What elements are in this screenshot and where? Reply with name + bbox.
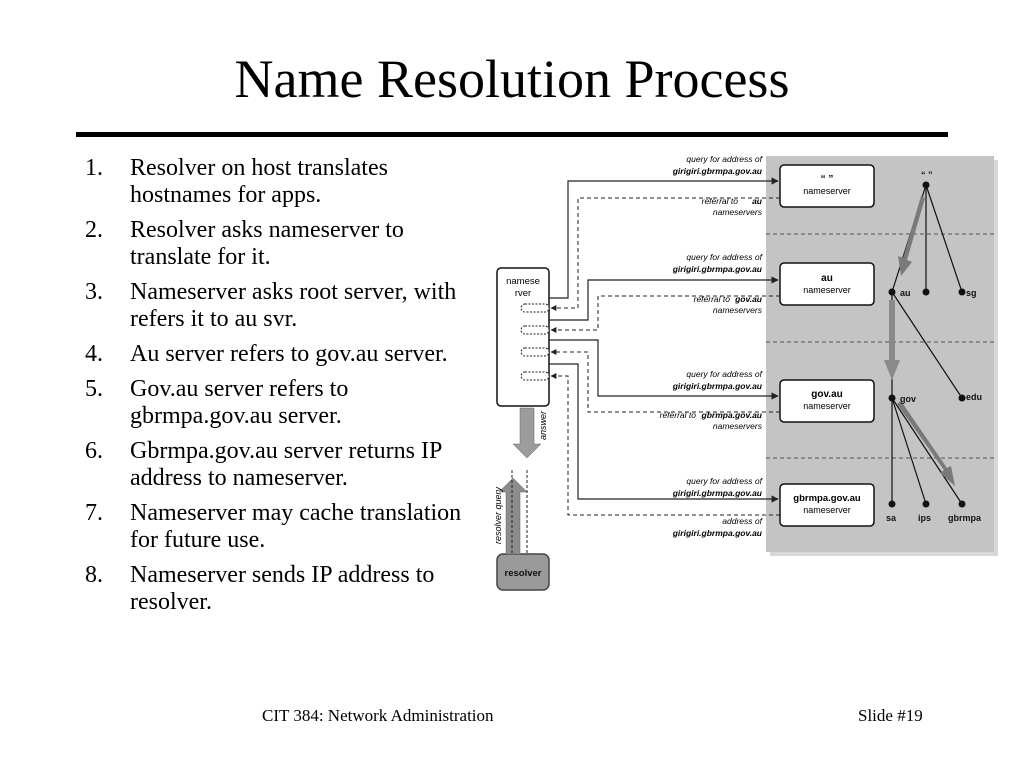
- footer-course: CIT 384: Network Administration: [262, 706, 494, 725]
- step-text: Nameserver sends IP address to resolver.: [130, 562, 435, 615]
- title-rule: [76, 132, 948, 137]
- resolver-box: resolver: [496, 553, 550, 591]
- server-sub: nameserver: [803, 401, 851, 411]
- message-label: girigiri.gbrmpa.gov.au: [672, 528, 763, 538]
- message-label: query for address of: [686, 252, 763, 262]
- traversal-arrow: [897, 401, 955, 486]
- message-label: girigiri.gbrmpa.gov.au: [672, 264, 763, 274]
- tree-label-gov: gov: [900, 394, 916, 404]
- step-number: 6.: [85, 438, 103, 464]
- server-sub: nameserver: [803, 285, 851, 295]
- step-text: Gbrmpa.gov.au server returns IP address …: [130, 438, 442, 491]
- query-arrow-au: [549, 276, 779, 321]
- step-number: 7.: [85, 500, 103, 526]
- step-number: 1.: [85, 155, 103, 181]
- query-arrow-gbrmpa: [549, 363, 779, 503]
- message-label: girigiri.gbrmpa.gov.au: [672, 166, 763, 176]
- step-number: 8.: [85, 562, 103, 588]
- message-label: nameservers: [713, 305, 763, 315]
- server-name: “ ”: [821, 174, 834, 185]
- tree-label-au: au: [900, 288, 911, 298]
- server-name: gov.au: [811, 389, 842, 400]
- step-number: 2.: [85, 217, 103, 243]
- step-text: Resolver on host translates hostnames fo…: [130, 155, 388, 208]
- step-number: 4.: [85, 341, 103, 367]
- server-name: gbrmpa.gov.au: [793, 493, 861, 504]
- answer-label: answer: [538, 410, 548, 440]
- message-label: referral to: [660, 410, 697, 420]
- port-stubs: [520, 303, 550, 381]
- local-nameserver-label: namese: [506, 276, 540, 287]
- tree-label-root: “ ”: [921, 170, 933, 180]
- step-item: 3. Nameserver asks root server, with refe…: [85, 279, 477, 333]
- answer-arrow-address: [550, 373, 780, 516]
- step-text: Au server refers to gov.au server.: [130, 341, 448, 367]
- step-item: 7. Nameserver may cache translation for f…: [85, 500, 477, 554]
- message-label: query for address of: [686, 369, 763, 379]
- step-item: 8. Nameserver sends IP address to resolve…: [85, 562, 477, 616]
- local-nameserver-label: rver: [515, 288, 531, 299]
- answer-arrow: [512, 407, 542, 459]
- step-text: Nameserver asks root server, with refers…: [130, 279, 457, 332]
- message-label: referral to: [702, 196, 739, 206]
- step-item: 2. Resolver asks nameserver to translate …: [85, 217, 477, 271]
- message-label: gbrmpa.gov.au: [701, 410, 763, 420]
- message-label: address of: [722, 516, 763, 526]
- message-label: gov.au: [734, 294, 763, 304]
- footer-slide-number: Slide #19: [858, 706, 923, 725]
- server-sub: nameserver: [803, 186, 851, 196]
- step-item: 6. Gbrmpa.gov.au server returns IP addres…: [85, 438, 477, 492]
- referral-arrow-au: [550, 197, 780, 311]
- message-label: referral to: [694, 294, 731, 304]
- query-arrow-gov-au: [549, 339, 779, 400]
- server-sub: nameserver: [803, 505, 851, 515]
- resolver-label: resolver: [505, 568, 542, 579]
- step-item: 1. Resolver on host translates hostnames …: [85, 155, 477, 209]
- slide-title: Name Resolution Process: [234, 49, 790, 109]
- tree-label-ips: ips: [918, 513, 931, 523]
- message-label: query for address of: [686, 154, 763, 164]
- step-number: 3.: [85, 279, 103, 305]
- referral-arrow-gov-au: [550, 295, 780, 333]
- root-nameserver-box: “ ” nameserver: [779, 164, 875, 208]
- message-label: girigiri.gbrmpa.gov.au: [672, 381, 763, 391]
- local-nameserver-box: namese rver: [496, 267, 550, 407]
- resolver-query-label: resolver query: [493, 486, 503, 544]
- step-number: 5.: [85, 376, 103, 402]
- tree-label-sa: sa: [886, 513, 897, 523]
- traversal-arrow: [898, 196, 925, 276]
- au-nameserver-box: au nameserver: [779, 262, 875, 306]
- dns-resolution-diagram: “ ” nameserver au nameserver gov.au name…: [493, 154, 998, 591]
- step-item: 4. Au server refers to gov.au server.: [85, 341, 477, 368]
- step-text: Resolver asks nameserver to translate fo…: [130, 217, 404, 270]
- step-list: 1. Resolver on host translates hostnames …: [85, 155, 477, 624]
- message-label: nameservers: [713, 421, 763, 431]
- resolver-query-arrow: [498, 477, 528, 555]
- message-label: nameservers: [713, 207, 763, 217]
- tree-label-gbrmpa: gbrmpa: [948, 513, 982, 523]
- server-name: au: [821, 273, 833, 284]
- message-label: girigiri.gbrmpa.gov.au: [672, 488, 763, 498]
- step-text: Nameserver may cache translation for fut…: [130, 500, 462, 553]
- gbrmpa-nameserver-box: gbrmpa.gov.au nameserver: [779, 483, 875, 527]
- tree-nodes: [888, 181, 966, 508]
- tree-label-edu: edu: [966, 392, 982, 402]
- tree-label-sg: sg: [966, 288, 977, 298]
- traversal-arrow: [884, 300, 900, 380]
- query-arrow-root: [549, 177, 779, 299]
- gov-au-nameserver-box: gov.au nameserver: [779, 379, 875, 423]
- step-item: 5. Gov.au server refers to gbrmpa.gov.au …: [85, 376, 477, 430]
- step-text: Gov.au server refers to gbrmpa.gov.au se…: [130, 376, 349, 429]
- message-label: query for address of: [686, 476, 763, 486]
- message-label: au: [752, 196, 763, 206]
